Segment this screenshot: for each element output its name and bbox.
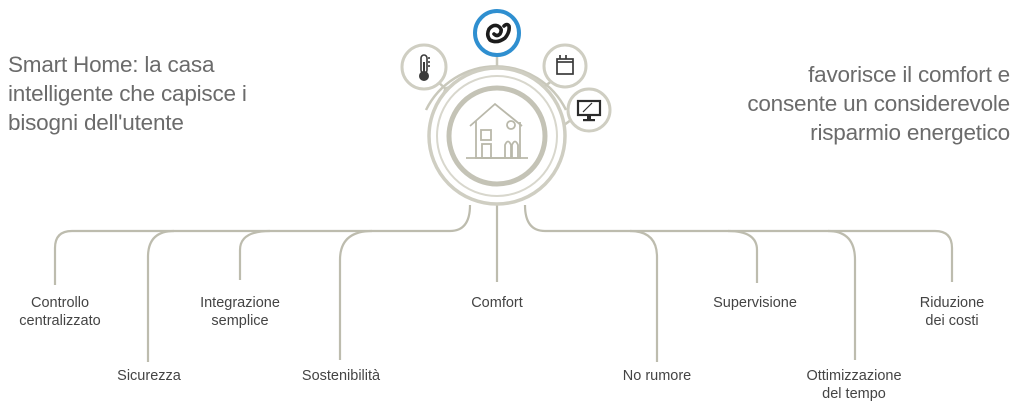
branch-lines (53, 204, 954, 362)
feature-riduzione-dei-costi: Riduzione dei costi (920, 294, 985, 330)
feature-ottimizzazione-del-tempo: Ottimizzazione del tempo (806, 367, 901, 403)
feature-label-line: Supervisione (713, 295, 797, 311)
feature-label-line: del tempo (822, 386, 886, 402)
intro-right-line-3: risparmio energetico (810, 120, 1010, 145)
feature-sostenibilita: Sostenibilità (302, 367, 380, 385)
thermometer-icon (418, 54, 430, 82)
intro-text-right: favorisce il comfort e consente un consi… (690, 60, 1010, 147)
intro-left-line-2: intelligente che capisce i (8, 81, 247, 106)
branch-controllo (53, 204, 472, 285)
intro-left-line-3: bisogni dell'utente (8, 110, 184, 135)
branch-no-rumore (629, 229, 659, 362)
feature-supervisione: Supervisione (713, 294, 797, 312)
branch-supervisione (727, 229, 759, 283)
feature-no-rumore: No rumore (623, 367, 692, 385)
monitor-node (566, 87, 612, 133)
intro-right-line-1: favorisce il comfort e (808, 62, 1010, 87)
feature-controllo-centralizzato: Controllo centralizzato (19, 294, 100, 330)
central-hub (427, 66, 567, 206)
appliance-node (542, 43, 588, 89)
branch-right-main (523, 204, 954, 282)
feature-sicurezza: Sicurezza (117, 367, 181, 385)
feature-label-line: Controllo (30, 295, 90, 311)
feature-label-line: Comfort (471, 295, 523, 311)
feature-comfort: Comfort (471, 294, 523, 312)
house-icon (466, 102, 528, 159)
feature-label-line: Riduzione (919, 295, 985, 311)
feature-label-line: centralizzato (19, 313, 101, 329)
branch-integrazione (238, 229, 271, 280)
intro-left-line-1: Smart Home: la casa (8, 52, 215, 77)
feature-integrazione-semplice: Integrazione semplice (200, 294, 280, 330)
brand-swirl-icon (485, 22, 511, 44)
feature-label-line: No rumore (622, 368, 692, 384)
feature-label-line: Sicurezza (117, 368, 181, 384)
monitor-icon (576, 99, 602, 122)
feature-label-line: semplice (211, 313, 269, 329)
feature-label-line: Integrazione (200, 295, 280, 311)
branch-sicurezza (146, 229, 175, 362)
branch-ottimizzazione (827, 229, 857, 360)
feature-label-line: Sostenibilità (301, 368, 381, 384)
branch-sostenibilita (338, 229, 373, 360)
appliance-icon (556, 55, 574, 75)
thermometer-node (400, 43, 448, 91)
feature-label-line: Ottimizzazione (806, 368, 902, 384)
hub-inner-ring (446, 85, 548, 187)
brand-node (473, 9, 521, 57)
feature-label-line: dei costi (925, 313, 979, 329)
intro-right-line-2: consente un considerevole (747, 91, 1010, 116)
intro-text-left: Smart Home: la casa intelligente che cap… (8, 50, 308, 137)
